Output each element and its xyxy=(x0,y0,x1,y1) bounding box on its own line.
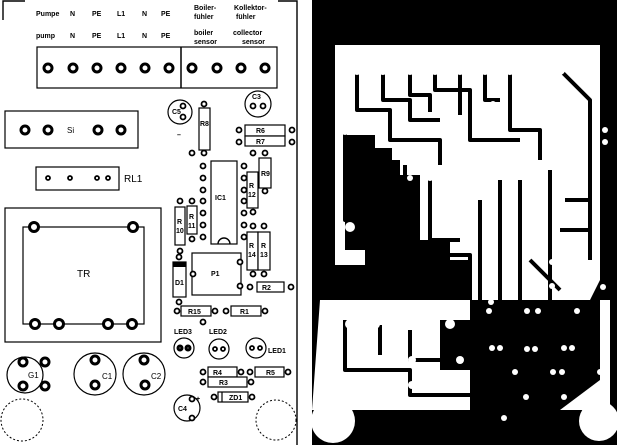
copper-pads xyxy=(331,65,608,421)
resistor-r15: R15 xyxy=(173,305,219,326)
fuse-si: Si xyxy=(4,110,139,149)
resistor-r2: R2 xyxy=(246,281,295,293)
resistor-r12: R 12 xyxy=(246,171,259,216)
label-c5: C5 xyxy=(172,109,181,116)
resistor-r6: R6 xyxy=(235,124,296,137)
label-c3: C3 xyxy=(252,94,261,101)
label-r10: R xyxy=(177,219,182,226)
label-r14: 14 xyxy=(248,252,256,259)
rectifier-g1: G1 xyxy=(6,356,51,394)
zener-zd1: ZD1 xyxy=(210,391,256,403)
label-ic1: IC1 xyxy=(215,195,226,202)
label-pe: PE xyxy=(161,33,171,40)
transformer-tr: TR xyxy=(4,207,162,343)
potentiometer-p1: P1 xyxy=(189,252,244,296)
label-r8: R8 xyxy=(200,121,209,128)
label-pumpe: Pumpe xyxy=(36,11,59,18)
label-r11: 11 xyxy=(188,223,196,230)
label-n: N xyxy=(70,33,75,40)
label-l1: L1 xyxy=(117,33,125,40)
label-plus: + xyxy=(196,396,200,403)
label-c1: C1 xyxy=(102,372,113,381)
board-outline xyxy=(2,0,298,445)
label-minus: – xyxy=(177,132,181,139)
capacitor-c3: C3 xyxy=(244,90,272,118)
diode-d1: D1 xyxy=(172,253,187,306)
resistor-r14: R 14 xyxy=(246,222,259,278)
label-r9: R9 xyxy=(261,171,270,178)
led3: LED3 xyxy=(173,329,195,359)
label-n: N xyxy=(142,11,147,18)
label-pe: PE xyxy=(92,11,102,18)
resistor-r3: R3 xyxy=(199,376,255,388)
resistor-r11: R 11 xyxy=(186,197,198,243)
label-r7: R7 xyxy=(256,139,265,146)
label-n: N xyxy=(70,11,75,18)
led1: LED1 xyxy=(245,337,286,359)
label-r15: R15 xyxy=(188,309,201,316)
label-pe: PE xyxy=(92,33,102,40)
label-sensor: sensor xyxy=(242,39,265,46)
terminal-block xyxy=(36,46,278,89)
ic1: IC1 xyxy=(199,160,248,245)
label-r13: R xyxy=(261,243,266,250)
label-r1: R1 xyxy=(240,309,249,316)
resistor-r10: R 10 xyxy=(174,197,186,255)
label-fuehler: fühler xyxy=(236,14,256,21)
capacitor-c2: C2 xyxy=(122,352,166,396)
label-rl1: RL1 xyxy=(124,174,143,185)
label-sensor: sensor xyxy=(194,39,217,46)
label-pe: PE xyxy=(161,11,171,18)
label-c2: C2 xyxy=(151,372,162,381)
label-zd1: ZD1 xyxy=(229,395,242,402)
label-pump: pump xyxy=(36,33,55,40)
header-labels-en: pump N PE L1 N PE boiler sensor collecto… xyxy=(36,30,265,46)
mounting-hole xyxy=(0,398,44,442)
component-side: Pumpe N PE L1 N PE Boiler- fühler Kollek… xyxy=(0,0,298,445)
label-r11: R xyxy=(189,214,194,221)
label-boiler: Boiler- xyxy=(194,5,217,12)
resistor-r13: R 13 xyxy=(257,222,271,278)
resistor-r8: R8 xyxy=(188,100,211,157)
label-r2: R2 xyxy=(262,285,271,292)
label-r3: R3 xyxy=(219,380,228,387)
capacitor-c5: C5 – xyxy=(167,99,193,139)
label-g1: G1 xyxy=(28,371,39,380)
capacitor-c4: C4 + xyxy=(173,394,201,422)
header-labels-de: Pumpe N PE L1 N PE Boiler- fühler Kollek… xyxy=(36,5,267,21)
label-kollektor: Kollektor- xyxy=(234,5,267,12)
label-r14: R xyxy=(249,243,254,250)
label-r10: 10 xyxy=(176,228,184,235)
resistor-r7: R7 xyxy=(235,135,296,147)
label-collector: collector xyxy=(233,30,262,37)
capacitor-c1: C1 xyxy=(73,352,117,396)
label-fuehler: fühler xyxy=(194,14,214,21)
resistor-r5: R5 xyxy=(246,366,292,378)
label-boiler: boiler xyxy=(194,30,213,37)
led2: LED2 xyxy=(208,329,230,360)
label-si: Si xyxy=(67,126,74,135)
resistor-r1: R1 xyxy=(222,305,269,317)
mounting-hole xyxy=(255,399,297,441)
label-d1: D1 xyxy=(175,280,184,287)
label-n: N xyxy=(142,33,147,40)
label-r13: 13 xyxy=(260,252,268,259)
label-r5: R5 xyxy=(266,370,275,377)
label-led3: LED3 xyxy=(174,329,192,336)
label-led2: LED2 xyxy=(209,329,227,336)
copper-side xyxy=(311,0,617,445)
label-r12: R xyxy=(249,183,254,190)
label-c4: C4 xyxy=(178,406,187,413)
label-p1: P1 xyxy=(211,271,220,278)
label-r6: R6 xyxy=(256,128,265,135)
label-tr: TR xyxy=(77,269,90,280)
label-r4: R4 xyxy=(213,370,222,377)
isolation-areas xyxy=(311,45,617,443)
resistor-r4: R4 xyxy=(199,366,245,378)
relay-rl1: RL1 xyxy=(35,166,143,191)
label-led1: LED1 xyxy=(268,348,286,355)
label-r12: 12 xyxy=(248,192,256,199)
resistor-r9: R9 xyxy=(249,149,272,195)
label-l1: L1 xyxy=(117,11,125,18)
